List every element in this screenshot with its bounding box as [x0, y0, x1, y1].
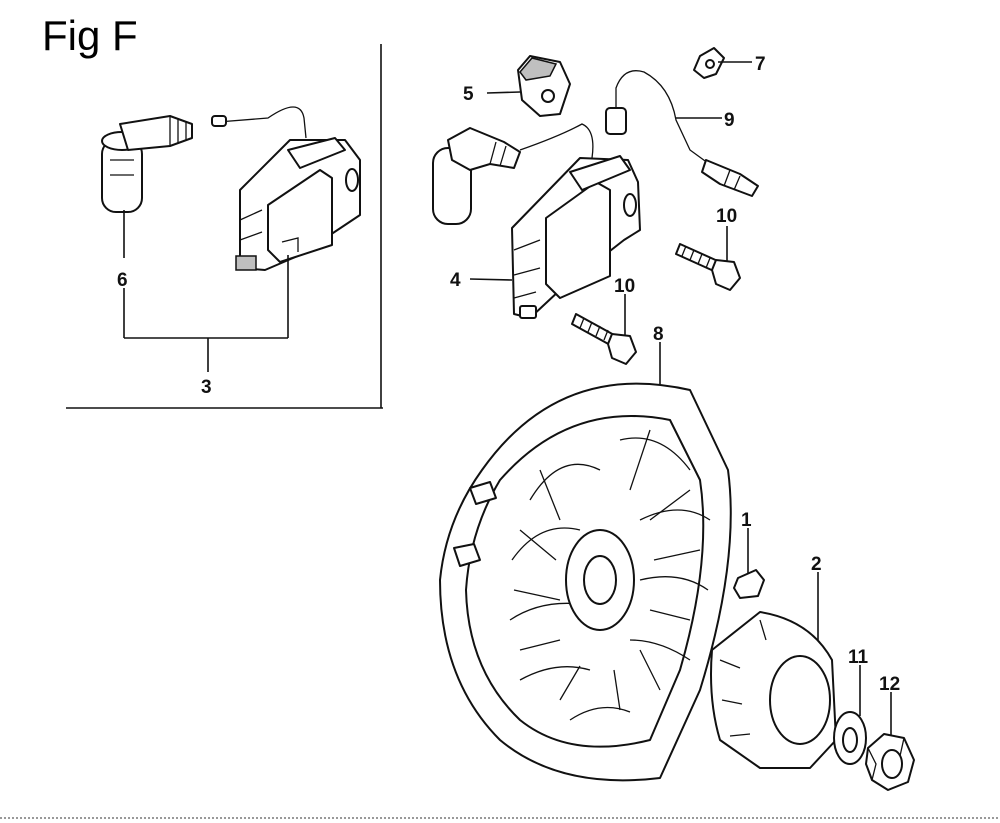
leader-lines: [123, 61, 892, 736]
ignition-coil-inset: [235, 137, 361, 271]
callout-3: 3: [201, 377, 212, 398]
coil-bolt-lower: [571, 313, 637, 365]
spark-plug-cap-inset: [101, 115, 193, 213]
lead-terminal-inset: [211, 115, 227, 127]
flywheel-nut: [865, 733, 915, 791]
callout-2: 2: [811, 554, 822, 575]
spark-plug-cap-main: [432, 127, 521, 225]
wire-clip: [693, 47, 725, 79]
coil-bolt-upper: [675, 243, 741, 291]
callout-4: 4: [450, 270, 461, 291]
assembly-bracket-3: [123, 210, 289, 372]
callout-6: 6: [117, 270, 128, 291]
stop-switch-cap: [517, 55, 571, 117]
flywheel-key: [733, 569, 765, 599]
callout-8: 8: [653, 324, 664, 345]
ignition-lead-wire-inset: [217, 106, 307, 139]
callout-5: 5: [463, 84, 474, 105]
callout-10-lower: 10: [614, 276, 635, 297]
callout-1: 1: [741, 510, 752, 531]
callout-10-upper: 10: [716, 206, 737, 227]
callout-12: 12: [879, 674, 900, 695]
ignition-lead-wire-main: [519, 123, 594, 159]
ground-wire: [605, 70, 759, 197]
callout-11: 11: [848, 647, 869, 668]
callout-9: 9: [724, 110, 735, 131]
inset-frame: [66, 44, 383, 409]
starter-pulley: [710, 611, 837, 769]
figure-title: Fig F: [42, 12, 138, 59]
washer: [833, 711, 867, 765]
flywheel: [439, 382, 732, 782]
callout-7: 7: [755, 54, 766, 75]
ignition-coil-main: [511, 155, 641, 319]
